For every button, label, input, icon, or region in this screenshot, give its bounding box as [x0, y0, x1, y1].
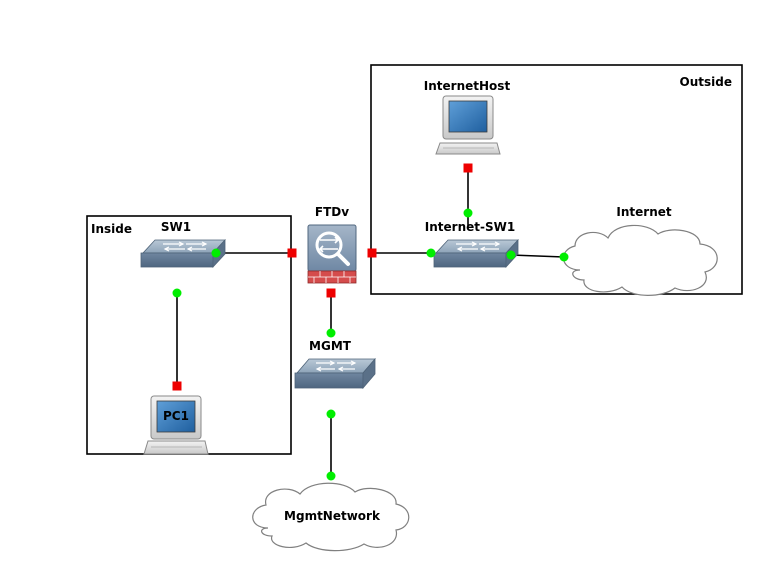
port-up-indicator	[426, 248, 436, 258]
node-sw1-label: SW1	[161, 220, 191, 234]
port-down-indicator	[287, 248, 297, 258]
node-ftdv[interactable]: FTDv	[307, 205, 357, 284]
port-down-indicator	[326, 288, 336, 298]
node-internet-sw1[interactable]: Internet-SW1	[425, 220, 519, 269]
port-up-indicator	[506, 250, 516, 260]
node-internet-host[interactable]: InternetHost	[424, 79, 511, 155]
node-internet[interactable]: Internet	[563, 205, 718, 296]
cloud-icon	[563, 224, 718, 296]
computer-icon	[435, 95, 501, 155]
switch-icon	[294, 357, 376, 390]
zone-outside-label: Outside	[680, 75, 732, 89]
firewall-icon	[307, 224, 357, 284]
node-pc1-label: PC1	[163, 409, 189, 423]
port-up-indicator	[211, 248, 221, 258]
node-internet-host-label: InternetHost	[424, 79, 511, 93]
port-up-indicator	[559, 252, 569, 262]
port-up-indicator	[463, 208, 473, 218]
port-down-indicator	[463, 163, 473, 173]
switch-icon	[433, 238, 519, 269]
node-mgmt-network[interactable]: MgmtNetwork	[252, 482, 410, 552]
node-pc1[interactable]: PC1	[143, 395, 209, 455]
node-mgmt-network-label: MgmtNetwork	[284, 509, 381, 523]
node-mgmt-label: MGMT	[309, 339, 352, 353]
zone-inside-label: Inside	[91, 222, 132, 236]
zone-outside[interactable]: Outside	[370, 64, 743, 295]
ports	[172, 163, 569, 481]
port-up-indicator	[172, 288, 182, 298]
node-mgmt[interactable]: MGMT	[294, 339, 376, 390]
node-sw1[interactable]: SW1	[140, 220, 226, 269]
switch-icon	[140, 238, 226, 269]
port-down-indicator	[172, 381, 182, 391]
computer-icon	[143, 395, 209, 455]
port-up-indicator	[326, 409, 336, 419]
link-internet-sw1-internet[interactable]	[510, 254, 565, 258]
node-ftdv-label: FTDv	[315, 205, 349, 219]
port-up-indicator	[326, 471, 336, 481]
port-down-indicator	[367, 248, 377, 258]
node-internet-label: Internet	[616, 205, 671, 219]
cloud-icon	[252, 482, 410, 552]
node-internet-sw1-label: Internet-SW1	[425, 220, 515, 234]
port-up-indicator	[326, 328, 336, 338]
